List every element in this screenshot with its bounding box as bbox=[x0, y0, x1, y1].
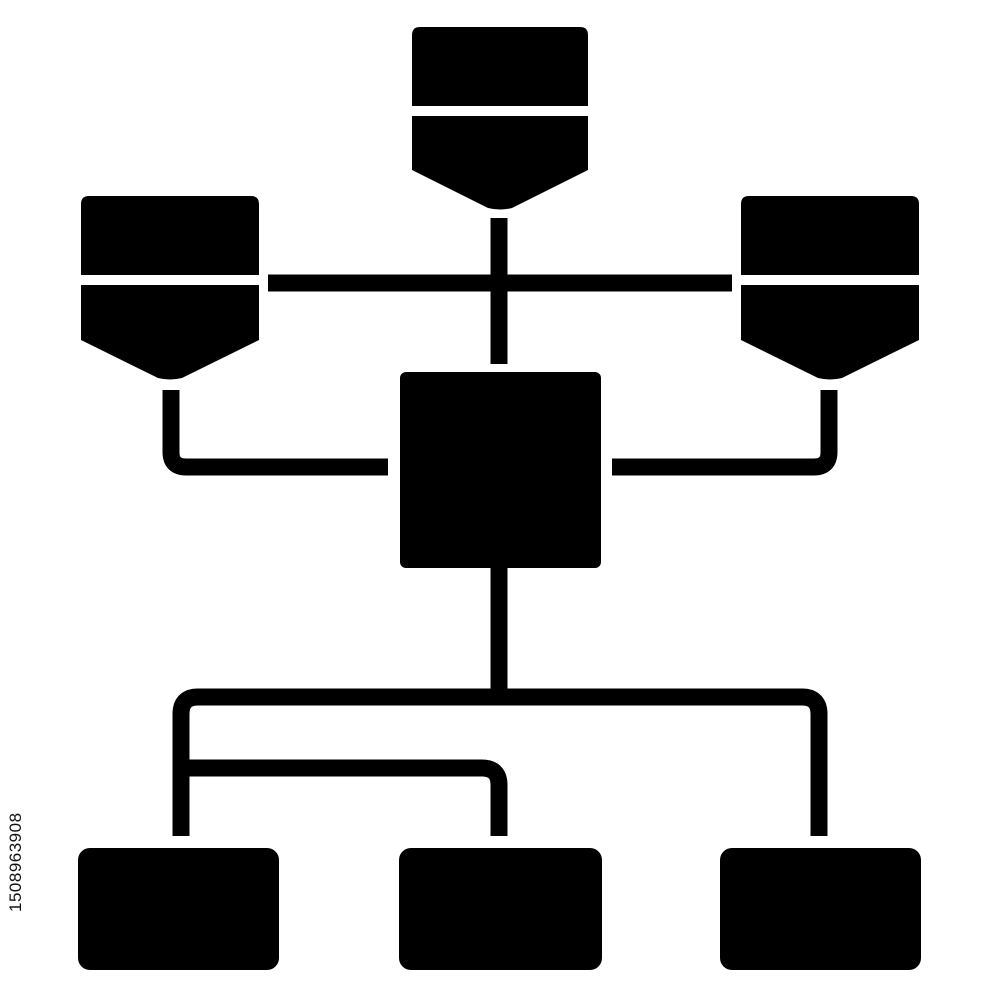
stock-id-label: 1508963908 bbox=[6, 812, 25, 912]
hub-box bbox=[400, 372, 601, 568]
connector-center-branch bbox=[181, 759, 508, 836]
node-server-left bbox=[80, 196, 260, 380]
server-divider-band bbox=[80, 275, 260, 285]
server-divider-band bbox=[411, 106, 589, 116]
leaf-box bbox=[399, 848, 602, 970]
node-server-top bbox=[411, 27, 589, 210]
server-body bbox=[412, 27, 588, 210]
node-server-right bbox=[740, 196, 920, 380]
connector-right-server-to-hub bbox=[612, 390, 838, 476]
diagram-nodes bbox=[78, 27, 921, 970]
node-hub bbox=[400, 372, 601, 568]
connector-right-branch bbox=[499, 688, 828, 836]
connector-left-branch bbox=[172, 688, 499, 836]
connector-lines bbox=[162, 218, 838, 836]
node-leaf-right bbox=[720, 848, 921, 970]
leaf-box bbox=[78, 848, 279, 970]
server-divider-band bbox=[740, 275, 920, 285]
server-body bbox=[741, 196, 919, 380]
node-leaf-center bbox=[399, 848, 602, 970]
node-leaf-left bbox=[78, 848, 279, 970]
server-body bbox=[81, 196, 259, 380]
leaf-box bbox=[720, 848, 921, 970]
connector-left-server-to-hub bbox=[162, 390, 388, 476]
